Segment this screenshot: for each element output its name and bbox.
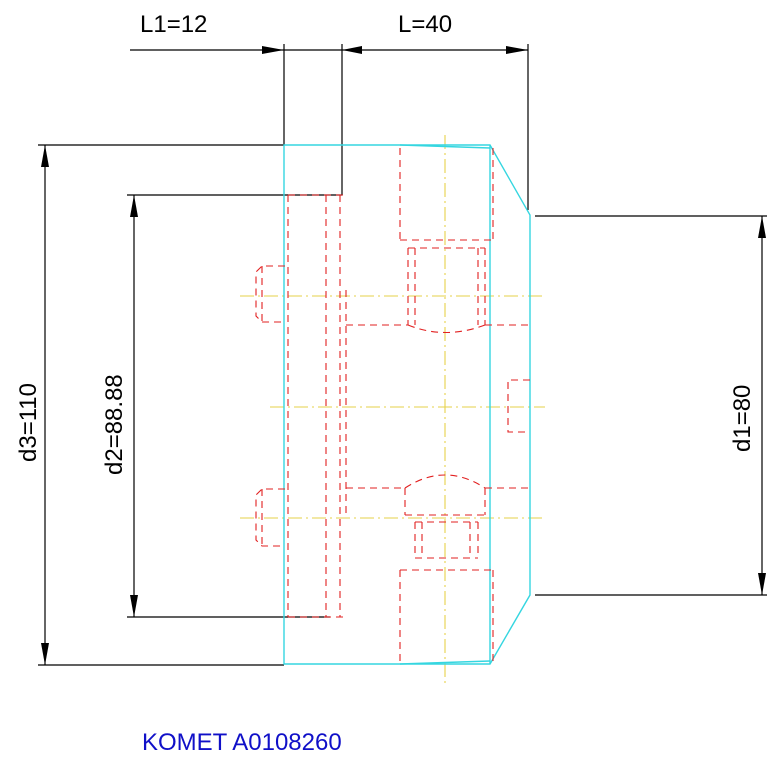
dim-d1-label: d1=80 bbox=[729, 385, 756, 452]
arrow-d2-top bbox=[130, 195, 138, 217]
part-outline bbox=[283, 144, 531, 665]
arrow-d3-top bbox=[41, 145, 49, 167]
arrow-l-right bbox=[506, 46, 528, 54]
part-number-caption: KOMET A0108260 bbox=[142, 729, 342, 756]
dim-d2-label: d2=88.88 bbox=[101, 374, 128, 475]
dim-d3-label: d3=110 bbox=[15, 383, 42, 462]
arrow-l-left bbox=[342, 46, 362, 54]
hidden-lines bbox=[255, 148, 530, 664]
arrow-d1-bottom bbox=[758, 573, 766, 595]
dim-l-label: L=40 bbox=[398, 11, 452, 38]
dimension-lines bbox=[38, 44, 767, 666]
arrow-d1-top bbox=[758, 216, 766, 238]
arrow-d3-bottom bbox=[41, 643, 49, 665]
arrow-l1-right bbox=[262, 46, 284, 54]
arrow-d2-bottom bbox=[130, 595, 138, 617]
center-lines bbox=[240, 135, 545, 685]
dim-l1-label: L1=12 bbox=[140, 11, 207, 38]
